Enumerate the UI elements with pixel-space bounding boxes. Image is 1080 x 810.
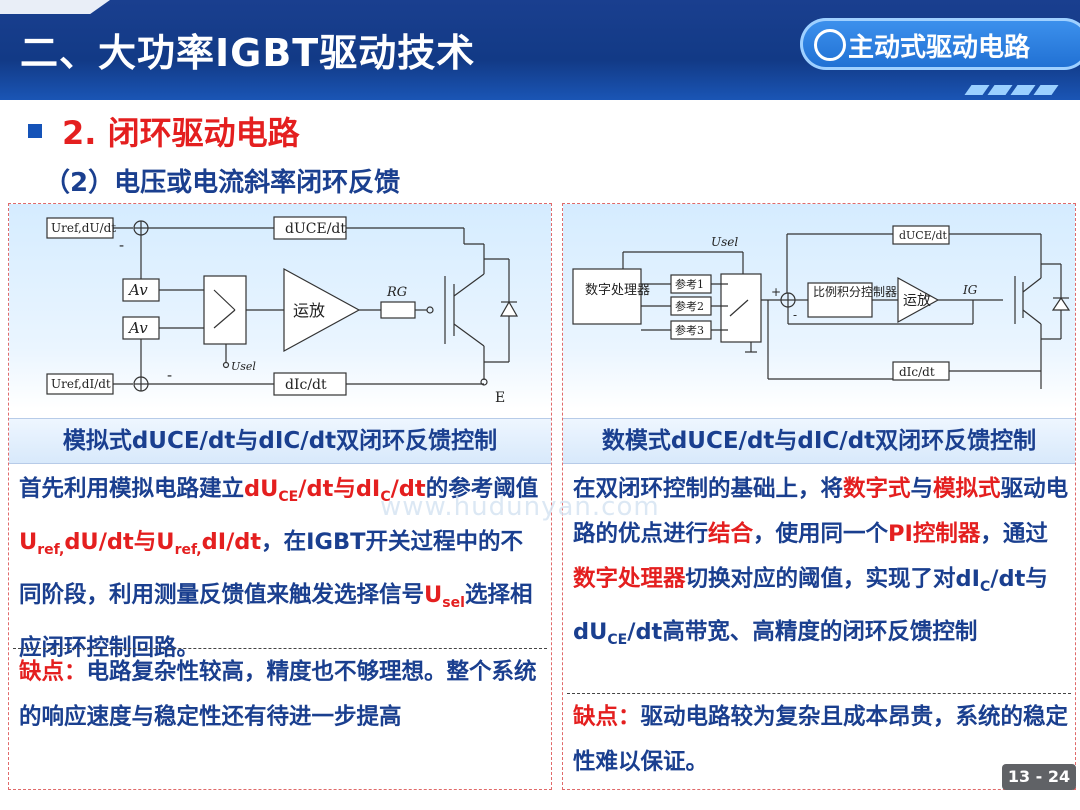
subsection-heading: （2）电压或电流斜率闭环反馈	[44, 168, 401, 198]
ref2-label: 参考2	[675, 299, 704, 313]
rg-label: RG	[386, 285, 407, 300]
section-badge: 主动式驱动电路	[800, 18, 1080, 70]
header-bar: 二、大功率IGBT驱动技术 主动式驱动电路	[0, 0, 1080, 100]
left-panel: Uref,dU/dt Uref,dI/dt dUCE/dt dIc/dt Av …	[8, 203, 552, 790]
square-bullet-icon	[28, 124, 42, 138]
ref1-label: 参考1	[675, 277, 704, 291]
right-subtitle: 数模式dUCE/dt与dIC/dt双闭环反馈控制	[563, 418, 1075, 464]
emitter-label: E	[495, 390, 505, 406]
uref-di-label: Uref,dI/dt	[51, 377, 111, 391]
stripes-decoration	[964, 80, 1060, 99]
left-divider	[13, 648, 547, 649]
usel-label: Usel	[711, 235, 738, 249]
dic-feedback-label: dIc/dt	[285, 377, 327, 393]
digital-analog-circuit-diagram: Usel dUCE/dt dIc/dt 数字处理器 参考1 参考2 参考3 比例…	[563, 204, 1075, 409]
header-tab-decoration	[0, 0, 110, 14]
dic-feedback-label: dIc/dt	[899, 365, 935, 379]
digital-circuit-svg: Usel dUCE/dt dIc/dt 数字处理器 参考1 参考2 参考3 比例…	[572, 225, 1071, 389]
uref-du-label: Uref,dU/dt	[51, 221, 116, 235]
amp-label: 运放	[903, 293, 931, 309]
ref3-label: 参考3	[675, 323, 704, 337]
circle-icon	[814, 29, 846, 61]
right-panel: Usel dUCE/dt dIc/dt 数字处理器 参考1 参考2 参考3 比例…	[562, 203, 1076, 790]
minus-sign-bottom: -	[167, 366, 172, 384]
duce-feedback-label: dUCE/dt	[285, 221, 346, 237]
duce-feedback-label: dUCE/dt	[899, 229, 948, 242]
pi-controller-label: 比例积分控制器	[813, 285, 897, 299]
minus-sign-top: -	[119, 236, 124, 254]
av-label-2: Av	[127, 319, 148, 337]
section-heading: 2. 闭环驱动电路	[62, 114, 300, 152]
left-drawback: 缺点：电路复杂性较高，精度也不够理想。整个系统的响应速度与稳定性还有待进一步提高	[19, 659, 537, 730]
ig-label: IG	[962, 283, 978, 297]
right-description: 在双闭环控制的基础上，将数字式与模拟式驱动电路的优点进行结合，使用同一个PI控制…	[573, 476, 1069, 648]
processor-label: 数字处理器	[585, 283, 650, 298]
analog-circuit-diagram: Uref,dU/dt Uref,dI/dt dUCE/dt dIc/dt Av …	[9, 204, 551, 409]
right-divider	[567, 693, 1071, 694]
usel-label: Usel	[231, 360, 256, 373]
slide-title: 二、大功率IGBT驱动技术	[20, 31, 476, 75]
watermark: www.hudunyan.com	[380, 492, 660, 522]
analog-circuit-svg: Uref,dU/dt Uref,dI/dt dUCE/dt dIc/dt Av …	[46, 216, 519, 406]
left-subtitle: 模拟式dUCE/dt与dIC/dt双闭环反馈控制	[9, 418, 551, 464]
plus-sign: +	[771, 285, 781, 299]
minus-sign: -	[793, 308, 797, 322]
right-drawback: 缺点：驱动电路较为复杂且成本昂贵，系统的稳定性难以保证。	[573, 704, 1069, 775]
page-number: 13 - 24	[1002, 764, 1076, 790]
av-label-1: Av	[127, 281, 148, 299]
section-badge-label: 主动式驱动电路	[848, 33, 1031, 63]
amp-label: 运放	[293, 301, 325, 320]
